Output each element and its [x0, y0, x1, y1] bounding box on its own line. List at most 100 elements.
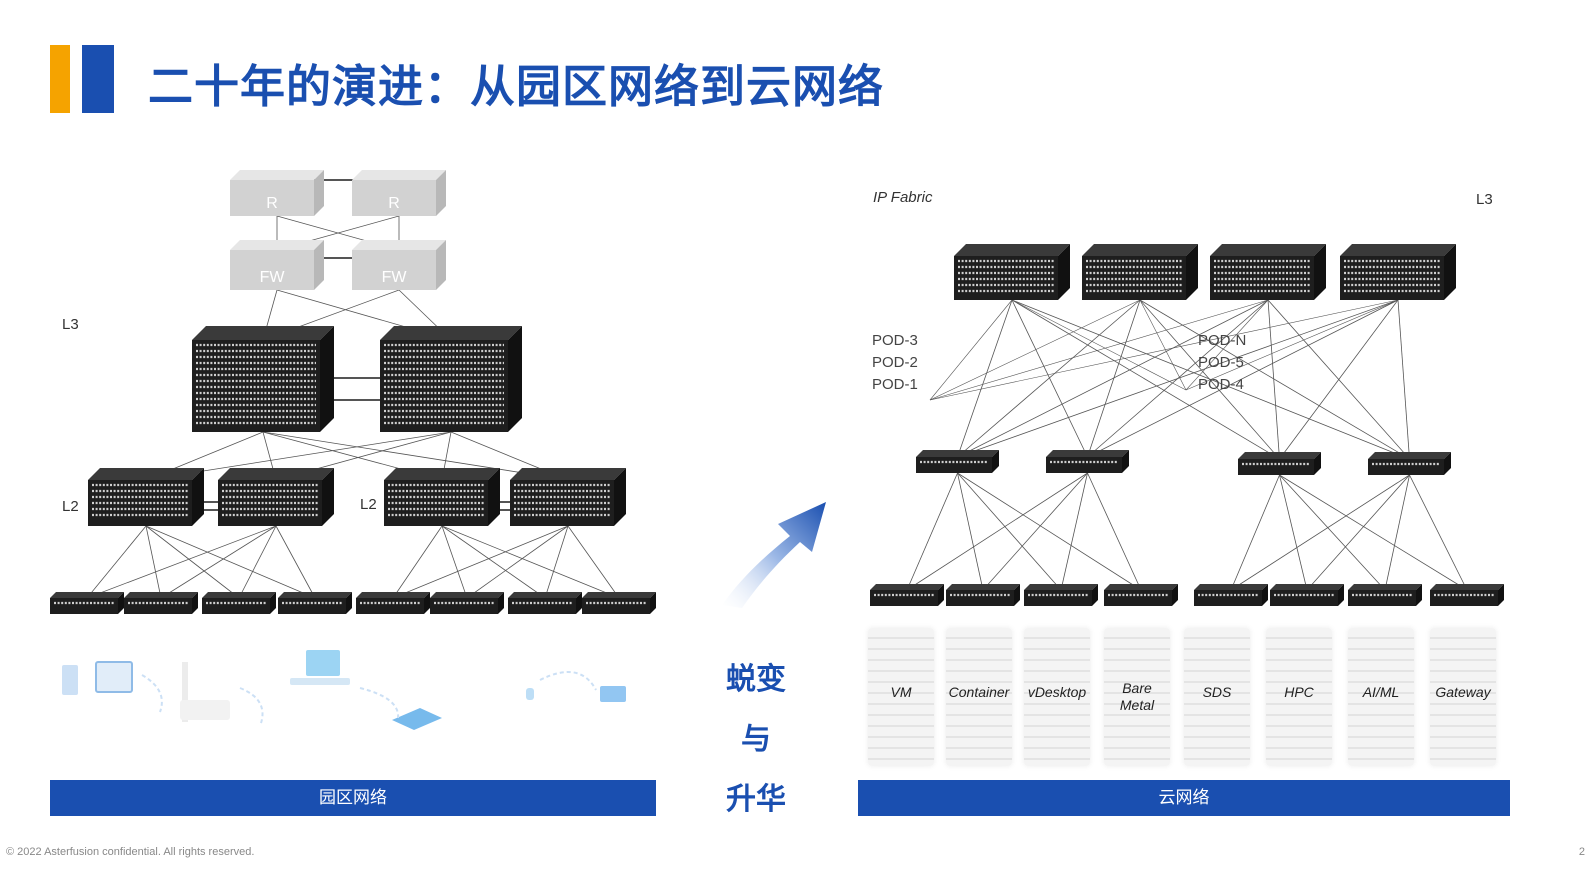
spine-switch-1	[954, 244, 1070, 300]
link-line	[1279, 474, 1386, 591]
wireless-arc-2	[239, 687, 264, 727]
server-label: Container	[948, 684, 1010, 700]
layer3-label-cloud: L3	[1476, 191, 1493, 208]
link-line	[275, 525, 316, 599]
link-line	[1185, 299, 1269, 391]
spine-switch-4	[1340, 244, 1456, 300]
aggregation-switch-1	[88, 468, 204, 526]
device-label: FW	[382, 269, 408, 286]
access-switch-3	[202, 592, 276, 614]
pod1-leaf-switch-2	[1046, 450, 1129, 473]
link-line	[441, 525, 468, 599]
pod4-tor-switch-2	[1270, 584, 1344, 606]
pod-labels-left: POD-3 POD-2 POD-1	[872, 330, 918, 396]
link-line	[441, 525, 620, 599]
pod4-leaf-switch-2	[1368, 452, 1451, 475]
core-switch-2	[380, 326, 522, 432]
link-line	[957, 472, 1142, 591]
transition-line-2: 与	[741, 722, 771, 757]
device-label: R	[388, 195, 400, 212]
endpoint-icons	[62, 650, 626, 730]
device-label: FW	[260, 269, 286, 286]
server-label: VM	[890, 684, 912, 700]
link-line	[567, 525, 620, 599]
logo-bar-orange	[50, 45, 70, 113]
link-line	[1409, 474, 1468, 591]
core-switch-1	[192, 326, 334, 432]
server-rack-hpc: HPC	[1266, 628, 1332, 766]
pod1-leaf-switch-1	[916, 450, 999, 473]
link-line	[1185, 299, 1399, 391]
server-rack-vm: VM	[868, 628, 934, 766]
link-line	[160, 525, 277, 599]
server-rack-ai-ml: AI/ML	[1348, 628, 1414, 766]
router-2: R	[352, 170, 446, 216]
transition-line-3: 升华	[726, 782, 786, 817]
link-line	[1087, 299, 1141, 458]
link-line	[1230, 474, 1280, 591]
wireless-arc-4	[539, 671, 597, 691]
layer2-label-campus-right: L2	[360, 496, 377, 513]
link-line	[1384, 474, 1410, 591]
ip-fabric-label: IP Fabric	[873, 189, 933, 206]
pod1-tor-switch-4	[1104, 584, 1178, 606]
server-label: Bare Metal	[1119, 680, 1155, 713]
link-line	[1279, 474, 1308, 591]
link-line	[1267, 299, 1280, 460]
cloud-network-bar: 云网络	[858, 780, 1510, 816]
transition-text: 蜕变 与 升华	[712, 650, 800, 830]
spine-switch-3	[1210, 244, 1326, 300]
tablet-icon	[392, 708, 442, 730]
server-rack-sds: SDS	[1184, 628, 1250, 766]
network-devices: R R FW FW	[50, 170, 1504, 614]
link-line	[957, 299, 1013, 458]
server-label: AI/ML	[1362, 684, 1400, 700]
pod1-tor-switch-3	[1024, 584, 1098, 606]
page-number: 2	[1578, 846, 1585, 858]
link-line	[982, 472, 1088, 591]
pod4-leaf-switch-1	[1238, 452, 1321, 475]
server-rack-bare-metal: Bare Metal	[1104, 628, 1170, 766]
access-switch-5	[356, 592, 430, 614]
link-line	[1139, 299, 1280, 460]
pod1-tor-switch-1	[870, 584, 944, 606]
pod-label: POD-4	[1198, 376, 1244, 393]
link-line	[392, 525, 569, 599]
link-line	[145, 525, 162, 599]
wireless-arc-3	[359, 687, 400, 719]
pod4-tor-switch-1	[1194, 584, 1268, 606]
link-line	[1087, 472, 1142, 591]
link-line	[1139, 299, 1410, 460]
router-1: R	[230, 170, 324, 216]
server-rack-vdesktop: vDesktop	[1024, 628, 1090, 766]
camera-icon	[526, 688, 534, 700]
pod4-tor-switch-4	[1430, 584, 1504, 606]
access-point-icon	[182, 662, 188, 722]
firewall-2: FW	[352, 240, 446, 290]
spine-switch-2	[1082, 244, 1198, 300]
link-line	[145, 525, 316, 599]
server-label: HPC	[1284, 684, 1314, 700]
server-label: Gateway	[1435, 684, 1491, 700]
laptop-icon	[306, 650, 340, 676]
access-switch-4	[278, 592, 352, 614]
logo-bar-blue	[82, 45, 114, 113]
link-line	[262, 431, 569, 481]
evolution-arrow	[722, 502, 826, 608]
wireless-arc	[141, 674, 163, 713]
aggregation-switch-3	[384, 468, 500, 526]
access-switch-2	[124, 592, 198, 614]
link-line	[1139, 299, 1187, 391]
pod1-tor-switch-2	[946, 584, 1020, 606]
link-line	[929, 299, 1013, 401]
link-line	[392, 525, 443, 599]
link-line	[1011, 299, 1187, 391]
campus-network-bar: 园区网络	[50, 780, 656, 816]
access-switch-1	[50, 592, 124, 614]
page-title: 二十年的演进：从园区网络到云网络	[148, 60, 885, 113]
link-line	[929, 299, 1399, 401]
access-switch-8	[582, 592, 656, 614]
link-line	[929, 299, 1269, 401]
link-line	[544, 525, 569, 599]
